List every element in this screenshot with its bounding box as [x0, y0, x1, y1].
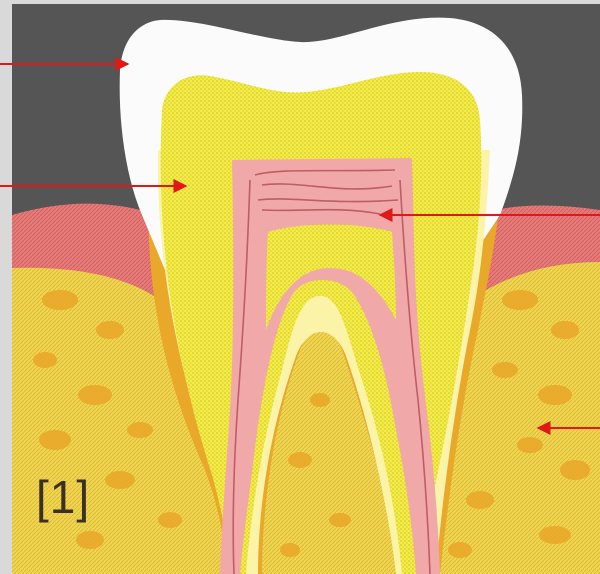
figure-label: [1] — [36, 474, 90, 520]
